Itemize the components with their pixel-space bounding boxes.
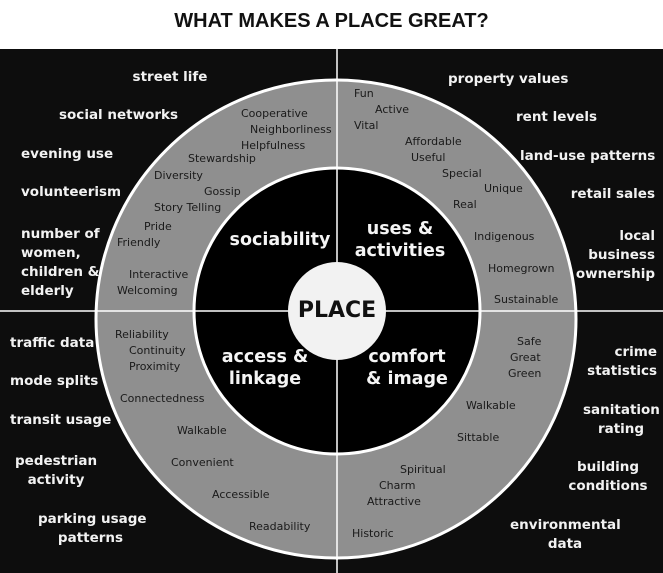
measure-rent-levels: rent levels [516, 109, 597, 125]
attribute-unique: Unique [484, 182, 523, 195]
quadrant-uses-label: uses & activities [354, 219, 446, 261]
measure-local-business-ownership: local business ownership [575, 228, 655, 282]
measure-social-networks: social networks [59, 107, 179, 123]
measure-evening-use: evening use [21, 146, 114, 162]
attribute-continuity: Continuity [129, 344, 186, 357]
place-circle [288, 262, 386, 360]
concentric-rings [0, 49, 663, 573]
attribute-vital: Vital [354, 119, 379, 132]
attribute-green: Green [508, 367, 542, 380]
measure-traffic-data: traffic data [10, 335, 95, 351]
attribute-cooperative: Cooperative [241, 107, 308, 120]
measure-crime-statistics: crime statistics [587, 344, 657, 379]
measure-street-life: street life [132, 69, 208, 85]
attribute-pride: Pride [144, 220, 172, 233]
measure-retail-sales: retail sales [570, 186, 655, 202]
attribute-helpfulness: Helpfulness [241, 139, 306, 152]
attribute-walkable-access: Walkable [177, 424, 227, 437]
attribute-walkable-comfort: Walkable [466, 399, 516, 412]
attribute-accessible: Accessible [212, 488, 270, 501]
attribute-special: Special [442, 167, 482, 180]
attribute-real: Real [453, 198, 477, 211]
place-diagram [0, 49, 663, 573]
measure-volunteerism: volunteerism [21, 184, 122, 200]
attribute-sittable: Sittable [457, 431, 500, 444]
measure-sanitation-rating: sanitation rating [583, 402, 660, 437]
measure-mode-splits: mode splits [10, 373, 99, 389]
attribute-diversity: Diversity [154, 169, 203, 182]
measure-women-children-elderly: number of women, children & elderly [21, 226, 100, 299]
attribute-gossip: Gossip [204, 185, 241, 198]
attribute-sustainable: Sustainable [494, 293, 559, 306]
attribute-reliability: Reliability [115, 328, 169, 341]
attribute-readability: Readability [249, 520, 311, 533]
attribute-fun: Fun [354, 87, 374, 100]
attribute-useful: Useful [411, 151, 446, 164]
measure-building-conditions: building conditions [568, 459, 648, 494]
measure-pedestrian-activity: pedestrian activity [15, 453, 98, 488]
attribute-friendly: Friendly [117, 236, 161, 249]
diagram-title: WHAT MAKES A PLACE GREAT? [174, 10, 489, 32]
measure-environmental-data: environmental data [510, 517, 621, 552]
attribute-active: Active [375, 103, 410, 116]
attribute-great: Great [510, 351, 541, 364]
attribute-neighborliness: Neighborliness [250, 123, 332, 136]
attribute-affordable: Affordable [405, 135, 462, 148]
attribute-historic: Historic [352, 527, 394, 540]
quadrant-access-label: access & linkage [221, 347, 309, 389]
attribute-spiritual: Spiritual [400, 463, 446, 476]
attribute-stewardship: Stewardship [188, 152, 256, 165]
attribute-safe: Safe [517, 335, 542, 348]
attribute-interactive: Interactive [129, 268, 189, 281]
attribute-proximity: Proximity [129, 360, 181, 373]
quadrant-comfort-label: comfort & image [366, 347, 448, 389]
attribute-homegrown: Homegrown [488, 262, 555, 275]
quadrant-sociability-label: sociability [229, 230, 331, 250]
attribute-story-telling: Story Telling [154, 201, 222, 214]
attribute-charm: Charm [379, 479, 416, 492]
measure-parking-usage-patterns: parking usage patterns [38, 511, 147, 546]
measure-transit-usage: transit usage [10, 412, 112, 428]
attribute-attractive: Attractive [367, 495, 421, 508]
measure-land-use-patterns: land-use patterns [520, 148, 656, 164]
attribute-indigenous: Indigenous [474, 230, 535, 243]
attribute-welcoming: Welcoming [117, 284, 178, 297]
place-label: PLACE [297, 298, 377, 323]
attribute-convenient: Convenient [171, 456, 234, 469]
attribute-connectedness: Connectedness [120, 392, 205, 405]
measure-property-values: property values [448, 71, 569, 87]
